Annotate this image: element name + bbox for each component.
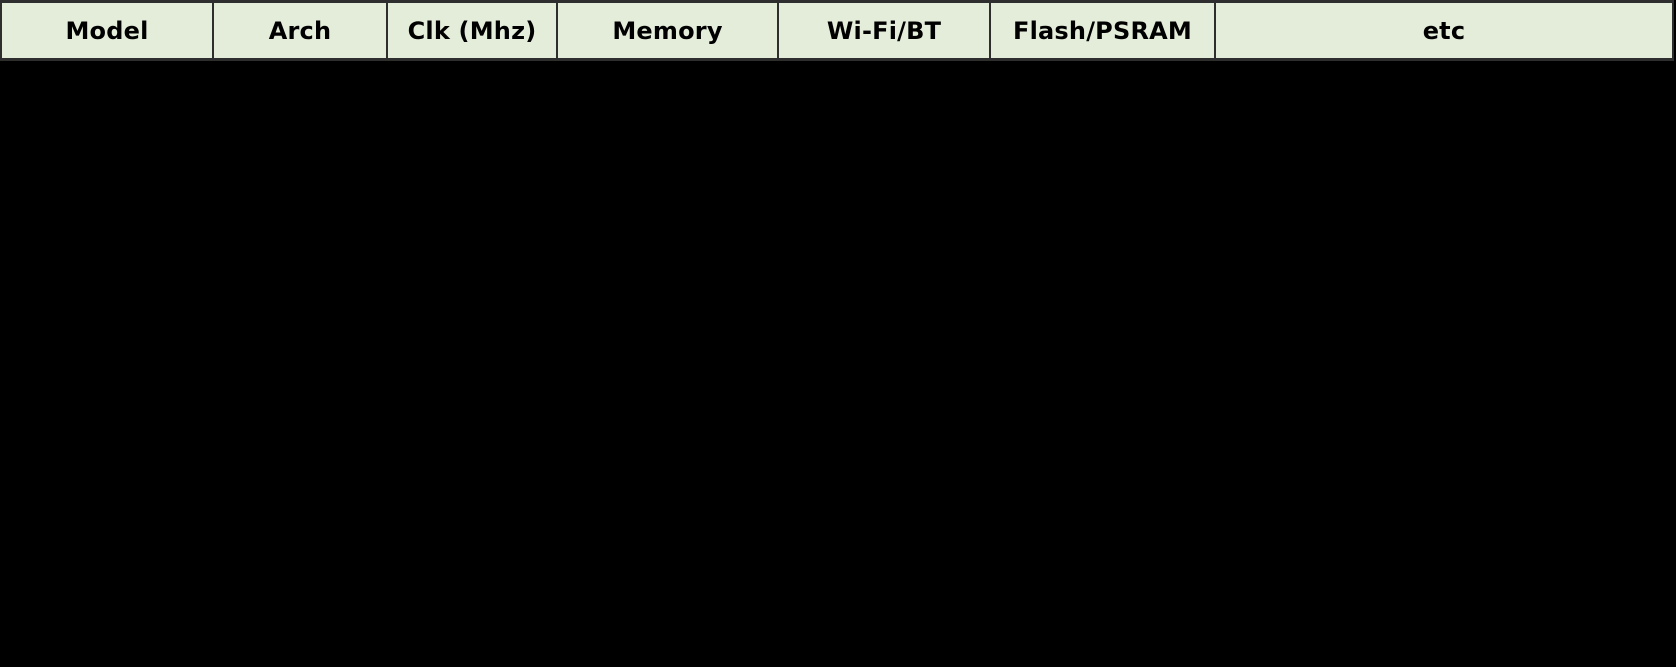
table-header-row: Model Arch Clk (Mhz) Memory Wi-Fi/BT Fla… (0, 0, 1674, 61)
column-header-wifi-bt[interactable]: Wi-Fi/BT (777, 0, 991, 61)
column-header-arch[interactable]: Arch (212, 0, 388, 61)
table-body-empty-area (0, 60, 1676, 667)
column-header-model[interactable]: Model (0, 0, 214, 61)
column-header-flash-psram[interactable]: Flash/PSRAM (989, 0, 1216, 61)
column-header-memory[interactable]: Memory (556, 0, 779, 61)
spec-comparison-table: Model Arch Clk (Mhz) Memory Wi-Fi/BT Fla… (0, 0, 1674, 61)
column-header-etc[interactable]: etc (1214, 0, 1674, 61)
table-header: Model Arch Clk (Mhz) Memory Wi-Fi/BT Fla… (0, 0, 1674, 61)
column-header-clk[interactable]: Clk (Mhz) (386, 0, 558, 61)
